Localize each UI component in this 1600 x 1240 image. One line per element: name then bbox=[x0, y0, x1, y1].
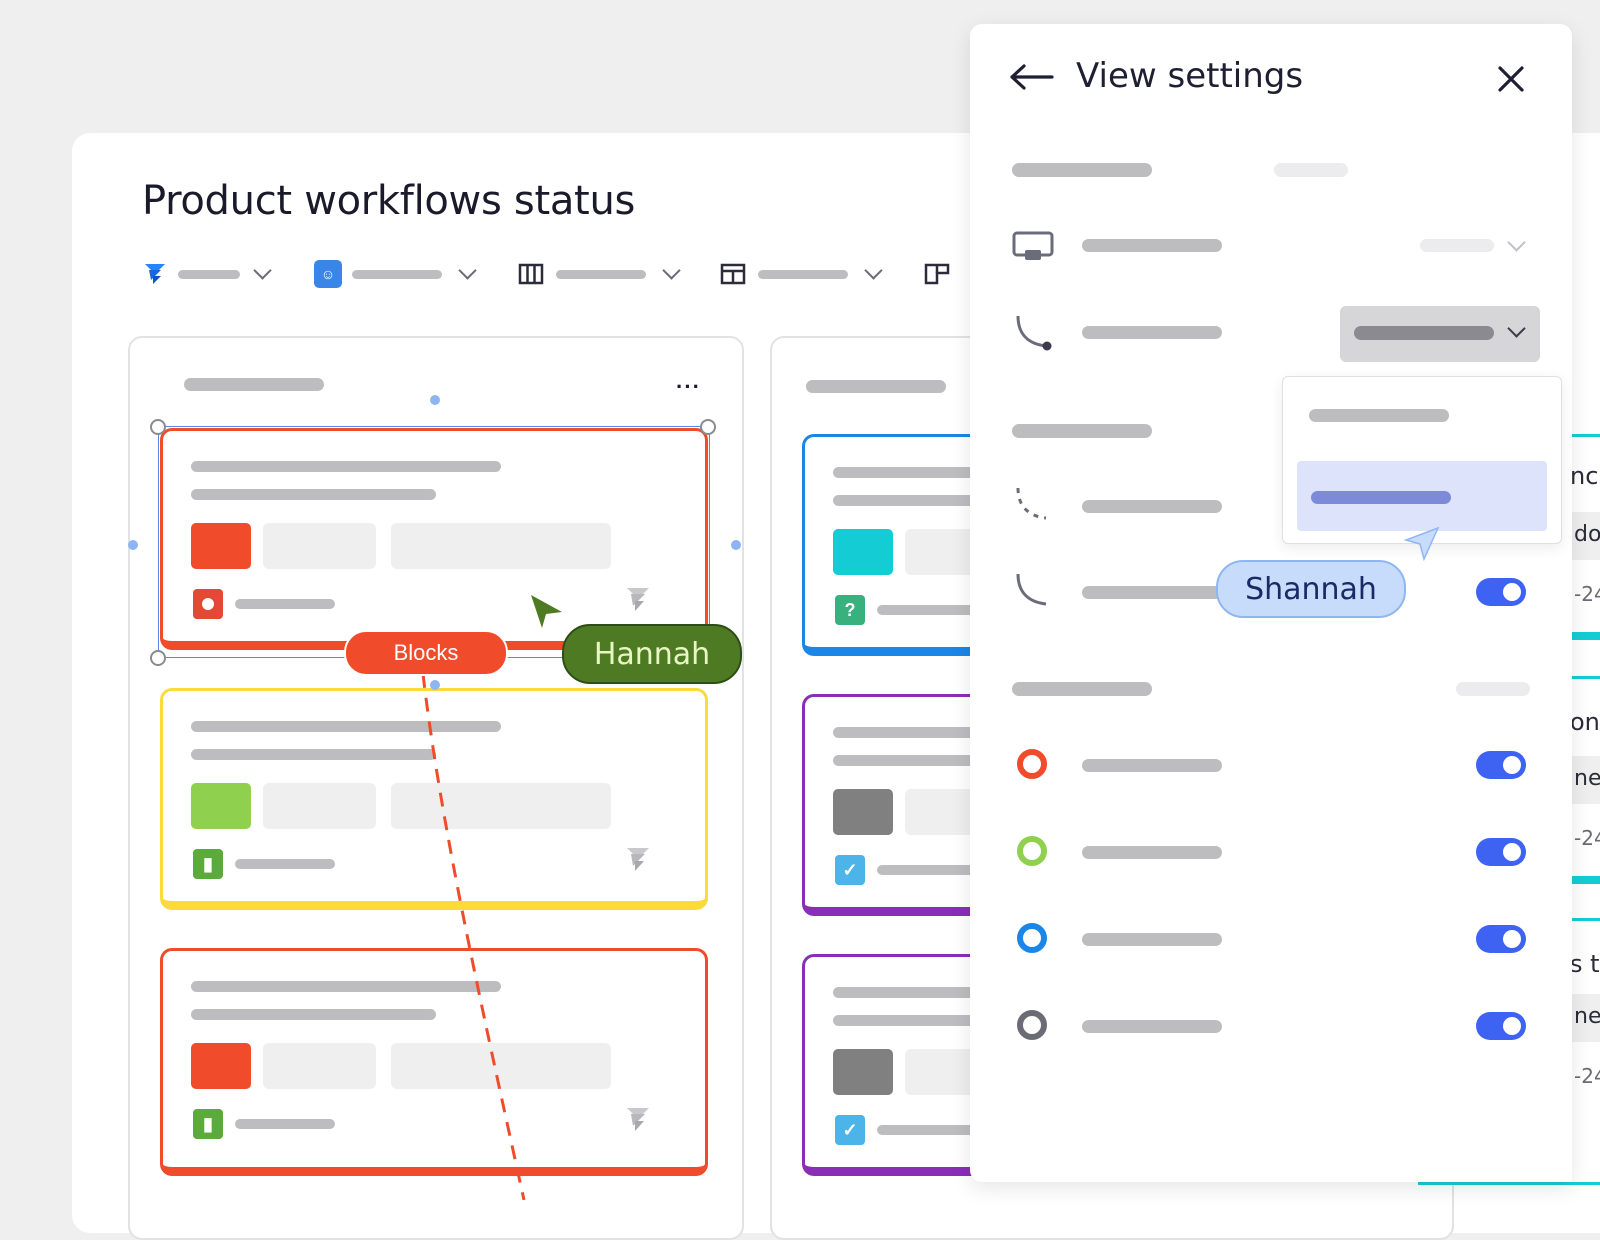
board-icon bbox=[924, 263, 950, 285]
peek-text: -24 bbox=[1574, 1064, 1600, 1088]
task-icon: ✓ bbox=[835, 855, 865, 885]
card-item[interactable]: ▮ bbox=[160, 948, 708, 1176]
card-item[interactable]: ✓ bbox=[802, 694, 1007, 916]
bug-icon bbox=[193, 589, 223, 619]
toggle-switch[interactable] bbox=[1476, 1012, 1526, 1040]
cursor-icon bbox=[531, 595, 562, 628]
dropdown-option[interactable] bbox=[1297, 393, 1547, 437]
jira-filter[interactable] bbox=[140, 260, 280, 290]
status-color-icon bbox=[1017, 749, 1047, 779]
collaborator-name: Shannah bbox=[1245, 571, 1377, 607]
story-icon: ▮ bbox=[193, 1109, 223, 1139]
toggle-switch[interactable] bbox=[1476, 925, 1526, 953]
resize-handle[interactable] bbox=[150, 419, 166, 435]
jira-icon bbox=[627, 848, 649, 871]
panel-title: View settings bbox=[1076, 56, 1304, 96]
connector-label[interactable]: Blocks bbox=[344, 630, 508, 676]
arrow-left-icon[interactable] bbox=[1008, 62, 1054, 92]
connector-anchor[interactable] bbox=[430, 680, 440, 690]
section-heading bbox=[1012, 682, 1152, 696]
card-item[interactable]: ▮ bbox=[160, 688, 708, 910]
peek-text: ne bbox=[1574, 1004, 1600, 1029]
team-icon: ☺ bbox=[314, 260, 342, 288]
dropdown-menu bbox=[1282, 376, 1562, 544]
resize-handle[interactable] bbox=[150, 650, 166, 666]
close-icon[interactable] bbox=[1496, 64, 1526, 94]
toggle-switch[interactable] bbox=[1476, 838, 1526, 866]
team-filter[interactable]: ☺ bbox=[314, 260, 484, 290]
peek-text: -24 bbox=[1574, 582, 1600, 606]
chevron-down-icon bbox=[253, 261, 272, 280]
peek-text: ne bbox=[1574, 766, 1600, 791]
layout-icon bbox=[720, 263, 746, 285]
collaborator-tag: Hannah bbox=[562, 624, 742, 684]
board-title: Product workflows status bbox=[142, 178, 636, 224]
columns-icon bbox=[518, 263, 544, 285]
cursor-icon bbox=[1404, 526, 1440, 562]
chevron-down-icon bbox=[458, 261, 477, 280]
status-color-icon bbox=[1017, 836, 1047, 866]
thin-curve-icon bbox=[1016, 573, 1047, 606]
peek-text: -24 bbox=[1574, 826, 1600, 850]
status-color-icon bbox=[1017, 923, 1047, 953]
dashed-curve-icon bbox=[1016, 487, 1047, 520]
peek-text: nc bbox=[1570, 462, 1599, 490]
section-heading bbox=[1012, 424, 1152, 438]
peek-text: do bbox=[1574, 522, 1600, 547]
connector-anchor[interactable] bbox=[128, 540, 138, 550]
story-icon: ▮ bbox=[193, 849, 223, 879]
chevron-down-icon bbox=[1507, 319, 1526, 338]
more-options-icon[interactable]: ··· bbox=[676, 374, 701, 399]
screen-icon bbox=[1012, 231, 1054, 260]
section-heading bbox=[1012, 163, 1152, 177]
resize-handle[interactable] bbox=[700, 419, 716, 435]
jira-icon bbox=[145, 264, 165, 284]
toggle-switch[interactable] bbox=[1476, 751, 1526, 779]
question-icon: ? bbox=[835, 595, 865, 625]
layout-filter[interactable] bbox=[720, 260, 890, 290]
solid-curve-icon bbox=[1016, 315, 1052, 351]
peek-text: s t bbox=[1570, 950, 1600, 978]
chevron-down-icon bbox=[662, 261, 681, 280]
card-item[interactable] bbox=[160, 428, 708, 650]
jira-icon bbox=[627, 1108, 649, 1131]
peek-text: on bbox=[1570, 708, 1600, 736]
status-color-icon bbox=[1017, 1010, 1047, 1040]
dropdown-option-highlighted[interactable] bbox=[1297, 461, 1547, 531]
connector-anchor[interactable] bbox=[731, 540, 741, 550]
jira-icon bbox=[627, 588, 649, 611]
connector-anchor[interactable] bbox=[430, 395, 440, 405]
board-filter[interactable] bbox=[924, 260, 974, 290]
columns-filter[interactable] bbox=[518, 260, 688, 290]
toggle-switch[interactable] bbox=[1476, 578, 1526, 606]
collaborator-tag: Shannah bbox=[1216, 560, 1406, 618]
chevron-down-icon bbox=[864, 261, 883, 280]
collaborator-name: Hannah bbox=[593, 636, 711, 672]
connector-label-text: Blocks bbox=[393, 640, 459, 665]
line-style-dropdown[interactable] bbox=[1340, 306, 1540, 362]
task-icon: ✓ bbox=[835, 1115, 865, 1145]
